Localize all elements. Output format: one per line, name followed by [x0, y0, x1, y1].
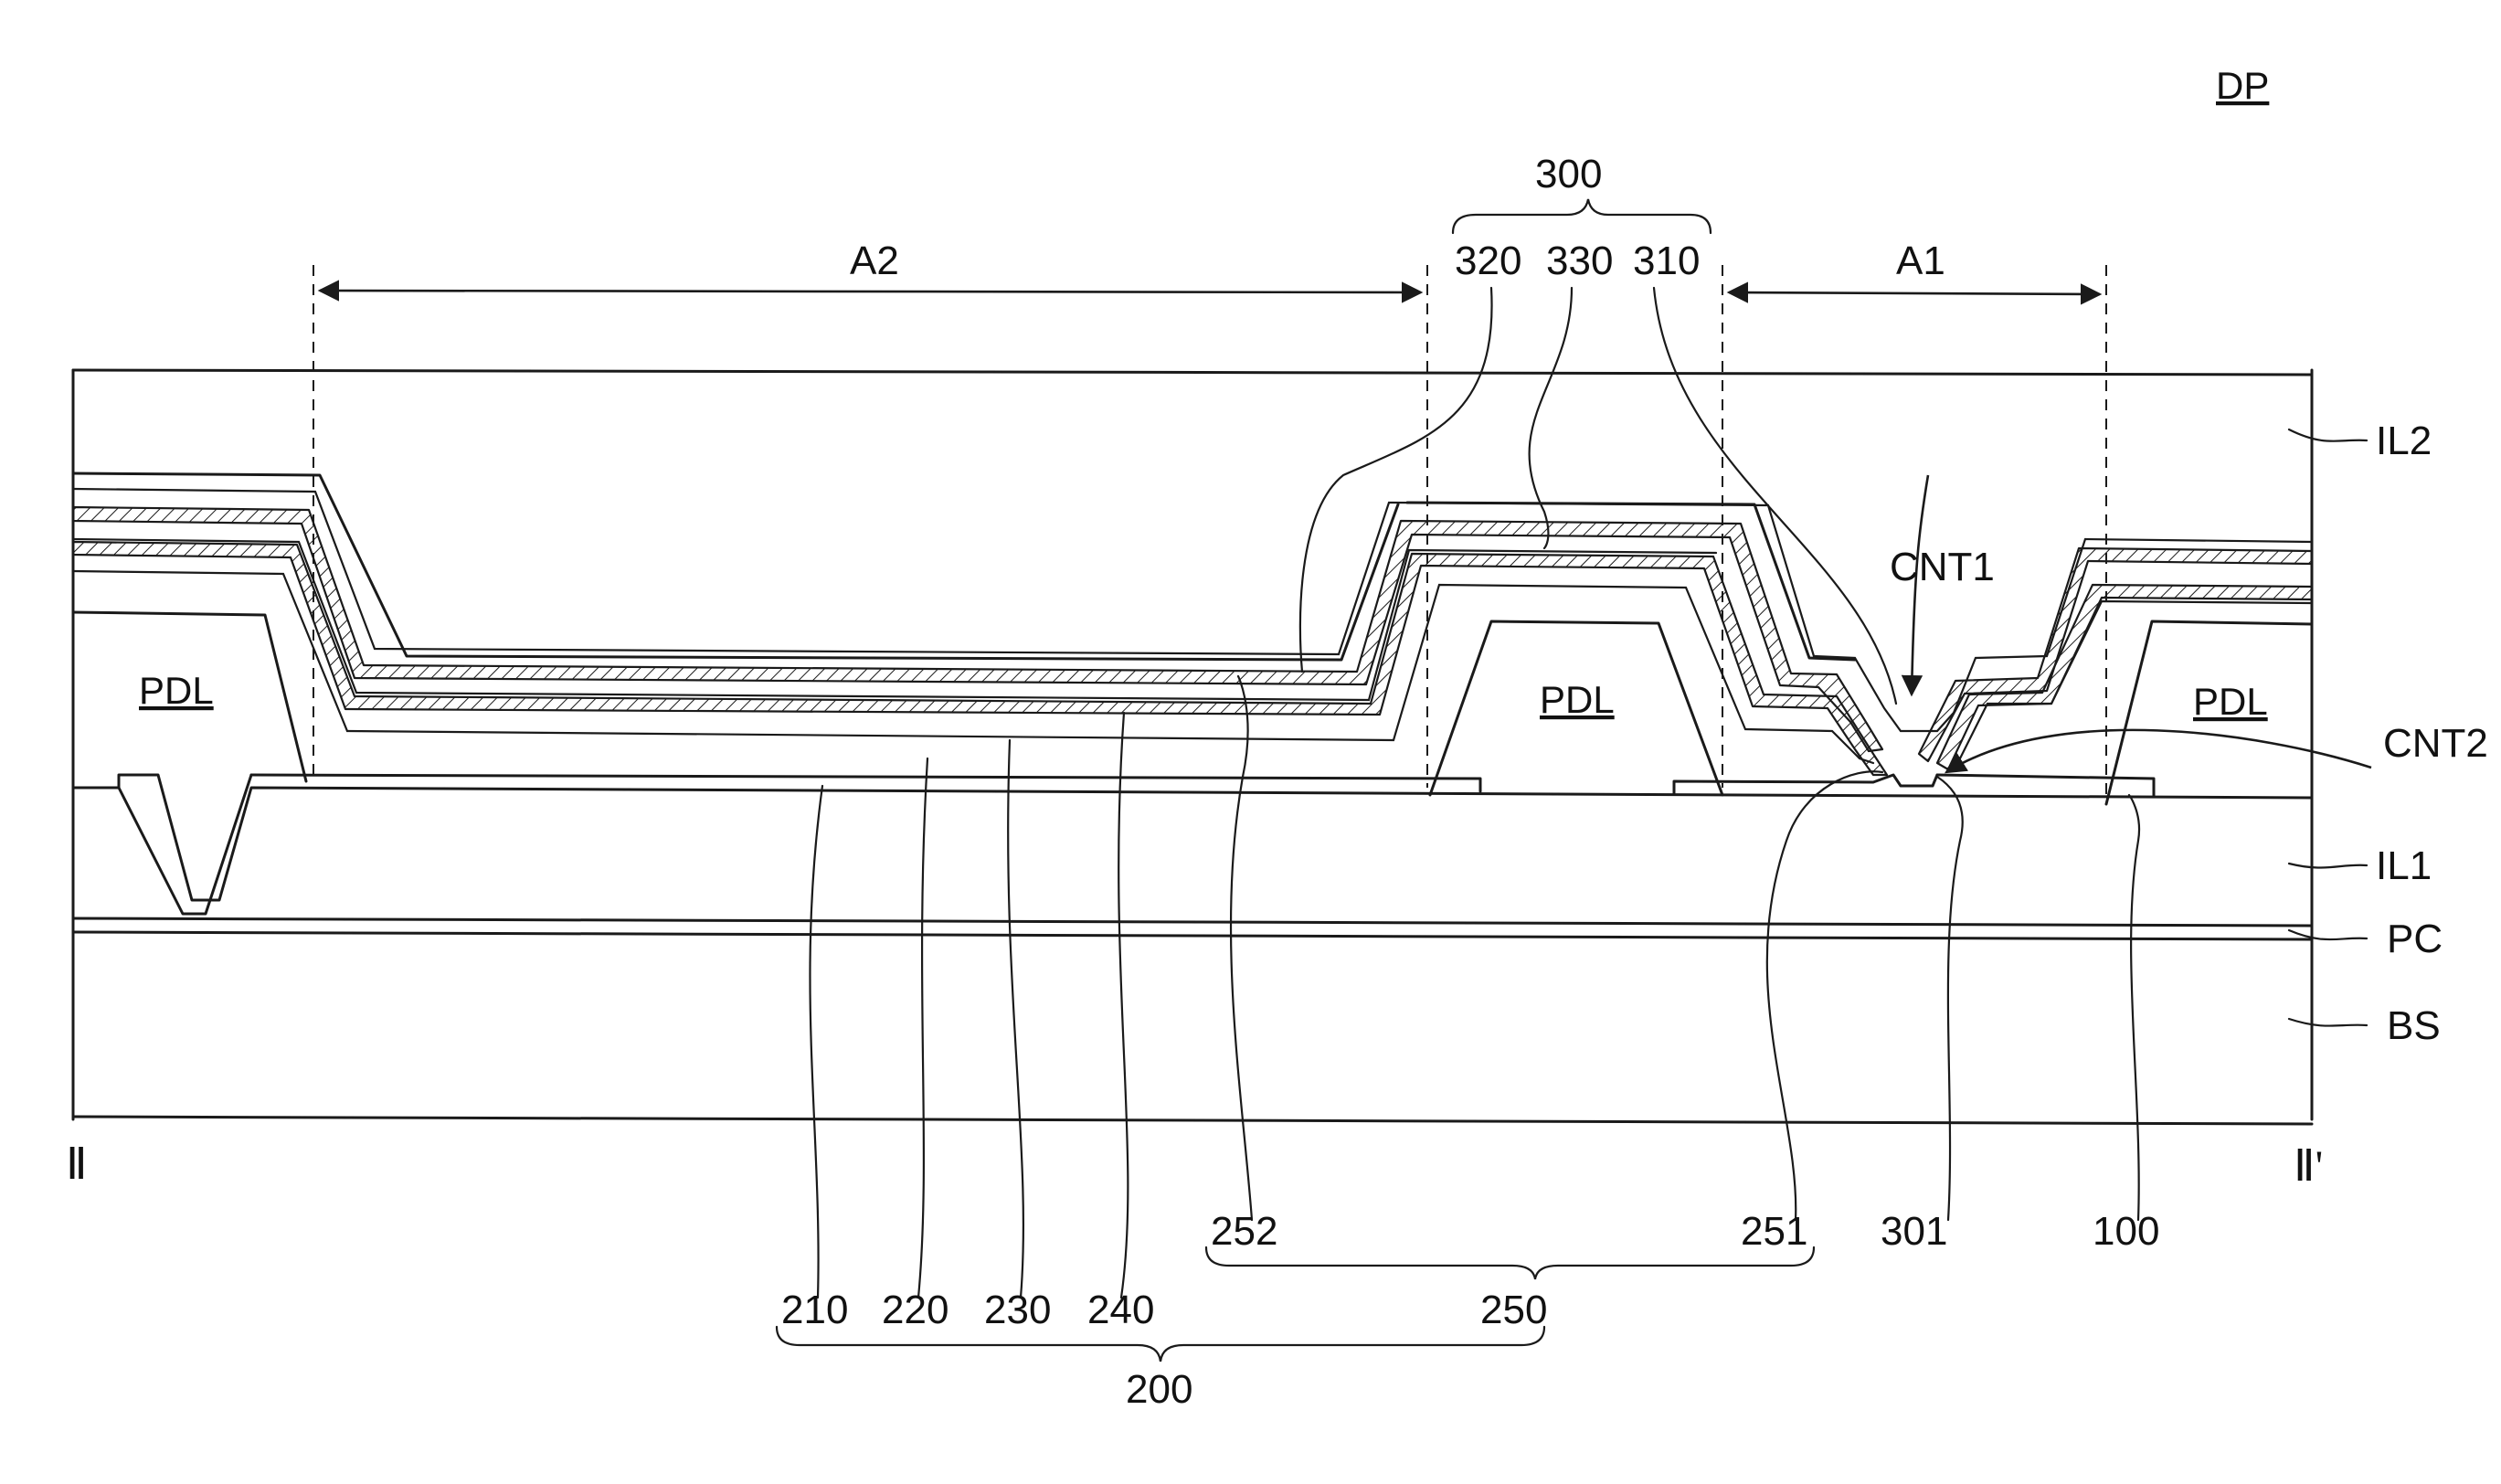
second-electrode-300: [73, 473, 2312, 761]
leader-301: [1937, 777, 1963, 1220]
ref-220-label: 220: [882, 1288, 948, 1332]
region-a1-label: A1: [1896, 238, 1945, 283]
layer-bs-label: BS: [2387, 1003, 2441, 1048]
ref-301-label: 301: [1881, 1209, 1947, 1254]
cnt1-label: CNT1: [1890, 545, 1995, 589]
leader-il2: [2289, 429, 2367, 441]
brace-250: [1206, 1247, 1814, 1279]
a1-dimension-arrow: [1729, 292, 2100, 294]
group-300-label: 300: [1535, 152, 1602, 196]
pdl-mid-label: PDL: [1540, 678, 1615, 721]
layer-230-right-hatched: [1937, 585, 2312, 769]
il1-top-line: [73, 775, 2312, 900]
panel-layers: [73, 370, 2312, 1124]
leader-230: [1008, 740, 1023, 1298]
electrode-251: [1674, 775, 1937, 794]
pdl-left-label: PDL: [139, 669, 214, 712]
section-end-label: Ⅱ': [2294, 1142, 2323, 1191]
electrode-100: [1937, 775, 2154, 797]
left-via: [119, 775, 251, 914]
section-start-label: Ⅱ: [66, 1140, 88, 1189]
il2-top-line: [73, 370, 2312, 375]
leader-252: [1231, 676, 1252, 1220]
ref-230-label: 230: [984, 1288, 1051, 1332]
layer-310-line: [73, 473, 1398, 660]
pdl-right-label: PDL: [2193, 680, 2268, 723]
ref-310-label: 310: [1633, 238, 1700, 283]
leader-330: [1530, 288, 1572, 548]
brace-300: [1453, 199, 1711, 233]
leader-210: [810, 786, 822, 1298]
cnt2-label: CNT2: [2383, 721, 2488, 766]
leader-100: [2129, 795, 2139, 1220]
ref-330-label: 330: [1546, 238, 1613, 283]
pc-top-line: [73, 918, 2312, 926]
leader-251: [1767, 771, 1882, 1220]
layer-pc-label: PC: [2387, 917, 2443, 961]
figure-id-label: DP: [2216, 64, 2269, 107]
labels: DP 300 320 330 310 A2 A1 PDL PDL PDL CNT…: [66, 64, 2488, 1412]
ref-251-label: 251: [1741, 1209, 1807, 1254]
leader-il1: [2289, 864, 2367, 868]
leader-bs: [2289, 1019, 2367, 1026]
region-a2-label: A2: [850, 238, 899, 283]
layer-il2-label: IL2: [2376, 419, 2432, 463]
group-200-label: 200: [1126, 1367, 1192, 1412]
cnt2-pointer: [1946, 730, 2371, 772]
leader-240: [1118, 713, 1128, 1298]
a2-dimension-arrow: [320, 291, 1421, 292]
pc-bottom-line: [73, 932, 2312, 939]
ref-100-label: 100: [2093, 1209, 2159, 1254]
layer-il1-label: IL1: [2376, 843, 2432, 888]
leader-220: [918, 758, 927, 1298]
ref-210-label: 210: [781, 1288, 848, 1332]
bs-bottom-line: [73, 1117, 2312, 1124]
ref-320-label: 320: [1455, 238, 1521, 283]
ref-240-label: 240: [1087, 1288, 1154, 1332]
ref-252-label: 252: [1211, 1209, 1277, 1254]
group-250-label: 250: [1480, 1288, 1547, 1332]
